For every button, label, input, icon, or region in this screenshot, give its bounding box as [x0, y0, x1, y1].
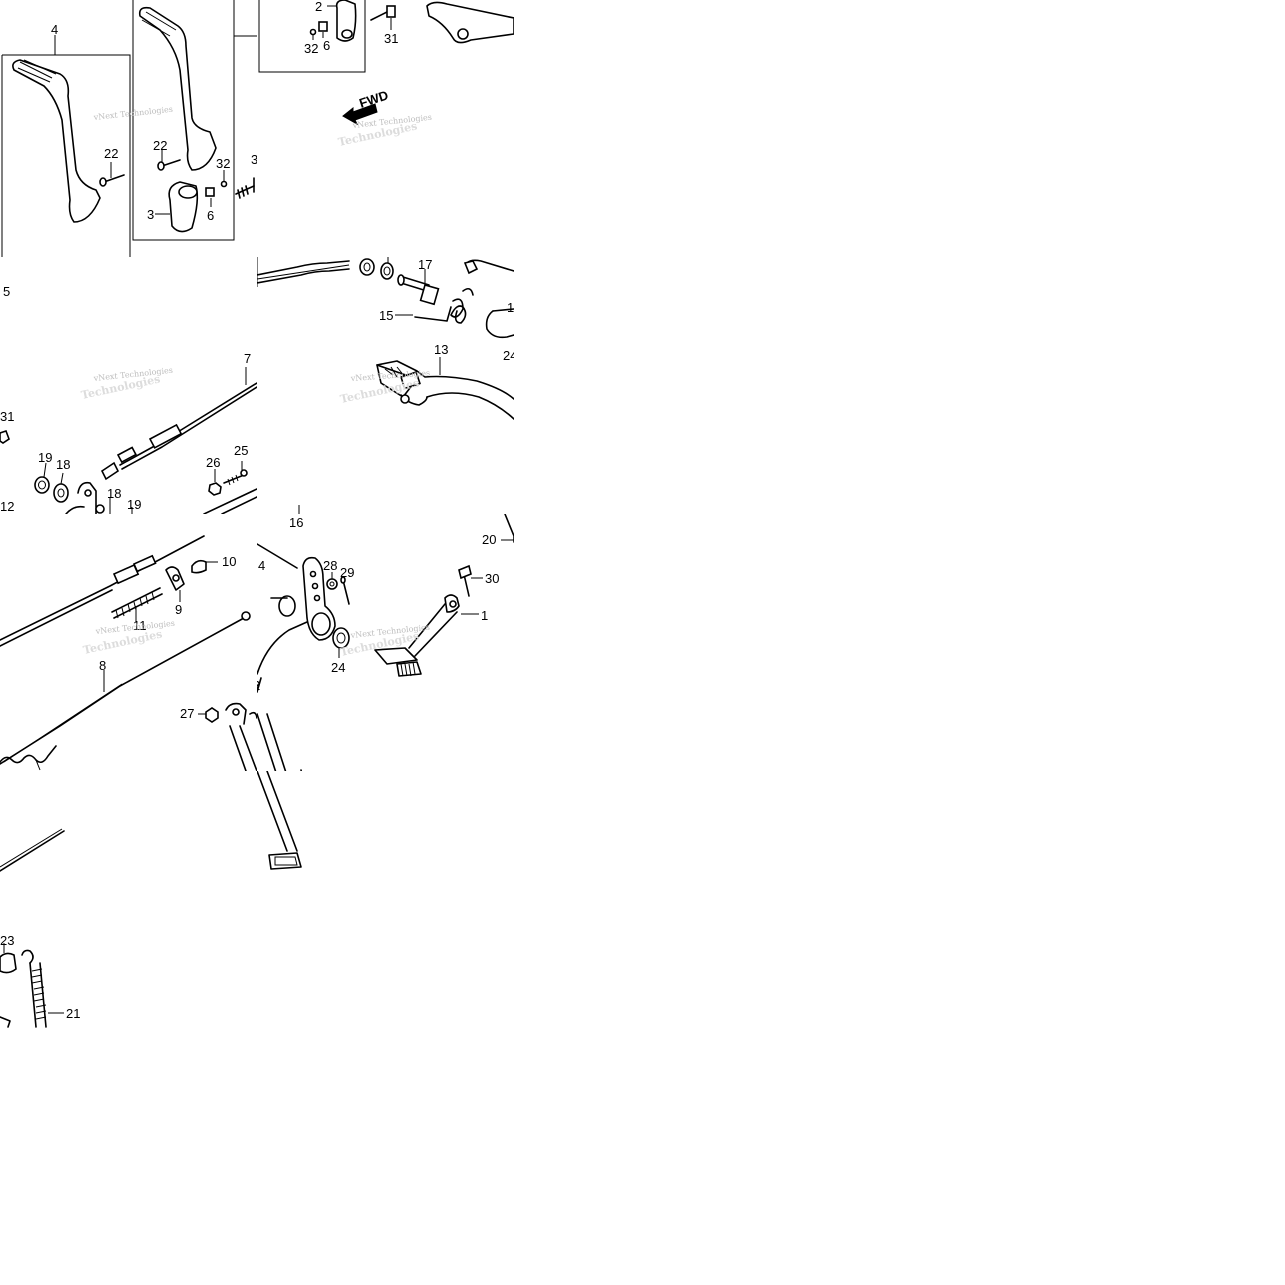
- callout-22: 22: [104, 146, 118, 161]
- callout-18: 18: [107, 486, 121, 501]
- tile-rod: 23 21: [0, 771, 257, 1028]
- callout-25: 25: [234, 443, 248, 458]
- callout-26: 26: [206, 455, 220, 470]
- callout-31: 31: [0, 409, 14, 424]
- callout-1: 1: [481, 608, 488, 623]
- callout-29: 29: [340, 565, 354, 580]
- callout-16: 16: [289, 515, 303, 530]
- tile-throttle-cables: 10 9 11 8 27 vNext Technologies Technolo…: [0, 514, 257, 771]
- callout-22: 22: [153, 138, 167, 153]
- callout-1: 1: [507, 300, 514, 315]
- callout-28: 28: [323, 558, 337, 573]
- callout-15: 15: [379, 308, 393, 323]
- callout-11: 11: [133, 618, 147, 633]
- tile-clutch-cable: 5 7 31 19 18 12 18 19 26 25 vNext Techno…: [0, 257, 257, 514]
- tile-stand-foot: [257, 771, 514, 1028]
- callout-8: 8: [99, 658, 106, 673]
- callout-20: 20: [482, 532, 496, 547]
- callout-13: 13: [434, 342, 448, 357]
- callout-2: 2: [315, 0, 322, 14]
- callout-5: 5: [3, 284, 10, 299]
- callout-4: 4: [51, 22, 58, 37]
- callout-19: 19: [127, 497, 141, 512]
- callout-6: 6: [207, 208, 214, 223]
- callout-31: 31: [384, 31, 398, 46]
- tile-gear-shift: 4 28 29 30 1 24 20 16 2 vNext Technologi…: [257, 514, 514, 771]
- callout-12: 12: [0, 499, 14, 514]
- callout-23: 23: [0, 933, 14, 948]
- tile-brake-pedal: 17 15 1 24 13 vNext Technologies Technol…: [257, 257, 514, 514]
- callout-21: 21: [66, 1006, 80, 1021]
- callout-32: 32: [216, 156, 230, 171]
- callout-3: 3: [147, 207, 154, 222]
- callout-18: 18: [56, 457, 70, 472]
- callout-27: 27: [180, 706, 194, 721]
- callout-6: 6: [323, 38, 330, 53]
- callout-19: 19: [38, 450, 52, 465]
- callout-4: 4: [258, 558, 265, 573]
- callout-7: 7: [244, 351, 251, 366]
- tile-kick-starter: 4 22 22 32 3 6 3 vNext Technologies: [0, 0, 257, 257]
- callout-3: 3: [251, 152, 257, 167]
- callout-32: 32: [304, 41, 318, 56]
- callout-24: 24: [331, 660, 345, 675]
- callout-24: 24: [503, 348, 514, 363]
- tile-forward: FWD 2 32 6 31 vNext Technologies Technol…: [257, 0, 514, 257]
- callout-2: 2: [257, 678, 260, 693]
- callout-10: 10: [222, 554, 236, 569]
- callout-30: 30: [485, 571, 499, 586]
- callout-17: 17: [418, 257, 432, 272]
- callout-9: 9: [175, 602, 182, 617]
